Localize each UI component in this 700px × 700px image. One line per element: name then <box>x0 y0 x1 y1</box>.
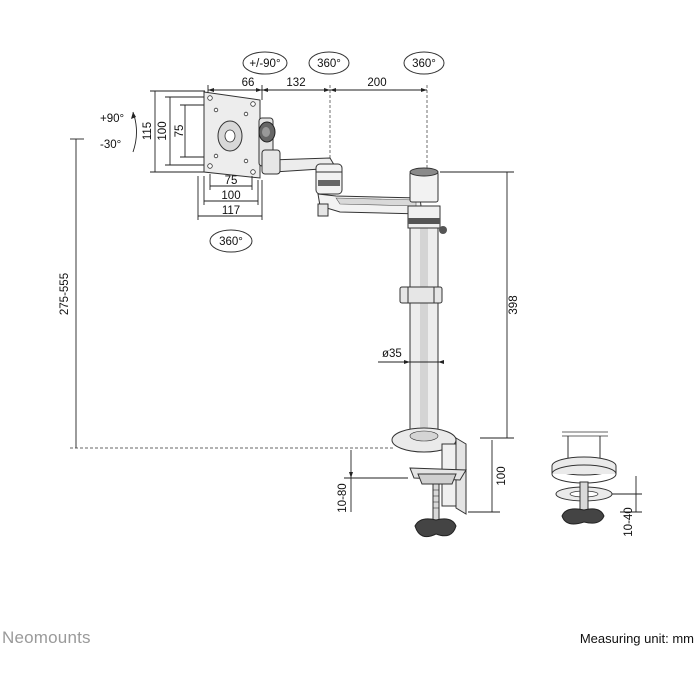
dim-head-offset: 66 <box>242 77 255 89</box>
outer-arm <box>317 193 423 217</box>
head-rotation-badge: 360° <box>209 229 253 253</box>
tilt-down-label: -30° <box>100 139 121 151</box>
inner-arm <box>261 149 343 195</box>
svg-text:360°: 360° <box>412 58 436 70</box>
dim-pole-height: 398 <box>508 295 520 314</box>
dim-plate-height: 115 <box>142 122 154 140</box>
measuring-unit-note: Measuring unit: mm <box>579 631 694 646</box>
vesa-plate <box>203 91 261 179</box>
arm-joint-rotation-badge: 360° <box>308 51 350 75</box>
dim-arm-outer: 200 <box>367 77 386 89</box>
tilt-up-label: +90° <box>100 113 124 125</box>
plate-width-dimensions <box>197 174 263 220</box>
svg-text:+/-90°: +/-90° <box>249 58 280 70</box>
grommet-mount-inset <box>551 431 617 525</box>
dim-grommet-range: 10-40 <box>623 507 635 536</box>
clamp-range-dimension <box>344 450 408 512</box>
pole-joint-rotation-badge: 360° <box>403 51 445 75</box>
brand-logo: Neomounts <box>2 628 91 647</box>
dim-clamp-range: 10-80 <box>337 483 349 512</box>
tilt-rotation-badge: +/-90° <box>242 51 288 75</box>
dim-height-range: 275-555 <box>59 273 71 315</box>
dim-plate-width: 117 <box>222 205 240 217</box>
dim-vesa-width-75: 75 <box>225 175 238 187</box>
pole-height-dimension <box>440 171 514 439</box>
dim-arm-inner: 132 <box>286 77 305 89</box>
dim-vesa-width-100: 100 <box>221 190 240 202</box>
svg-text:360°: 360° <box>317 58 341 70</box>
height-range-dimension <box>70 138 395 449</box>
pole-diameter-dimension <box>378 360 444 364</box>
svg-text:360°: 360° <box>219 236 243 248</box>
tilt-arc <box>132 111 137 153</box>
dim-pole-diameter: ø35 <box>382 348 402 360</box>
clamp-height-dimension <box>468 440 500 513</box>
dim-vesa-height-75: 75 <box>174 125 186 138</box>
dim-vesa-height-100: 100 <box>157 121 169 140</box>
grommet-range-dimension <box>612 476 642 513</box>
plate-height-dimensions <box>150 90 205 173</box>
dim-clamp-height: 100 <box>496 466 508 485</box>
pole <box>399 167 447 431</box>
desk-clamp <box>391 427 467 538</box>
